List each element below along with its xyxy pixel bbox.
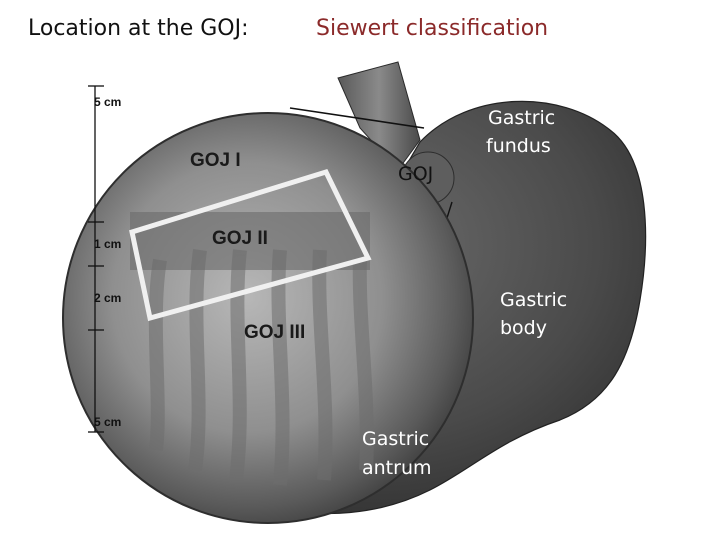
label-fundus-line1: Gastric	[488, 107, 555, 129]
label-antrum-line1: Gastric	[362, 428, 429, 450]
label-antrum-line2: antrum	[362, 457, 432, 479]
label-goj: GOJ	[398, 163, 433, 185]
label-body-line2: body	[500, 317, 547, 339]
ruler-label-bottom: 5 cm	[94, 415, 121, 429]
zone-label-goj-ii: GOJ II	[212, 228, 268, 249]
label-body-line1: Gastric	[500, 289, 567, 311]
zone-label-goj-iii: GOJ III	[244, 322, 305, 343]
label-fundus-line2: fundus	[486, 135, 551, 157]
ruler-label-2cm: 2 cm	[94, 291, 121, 305]
ruler-label-top: 5 cm	[94, 95, 121, 109]
ruler-label-1cm: 1 cm	[94, 237, 121, 251]
zone-label-goj-i: GOJ I	[190, 150, 241, 171]
